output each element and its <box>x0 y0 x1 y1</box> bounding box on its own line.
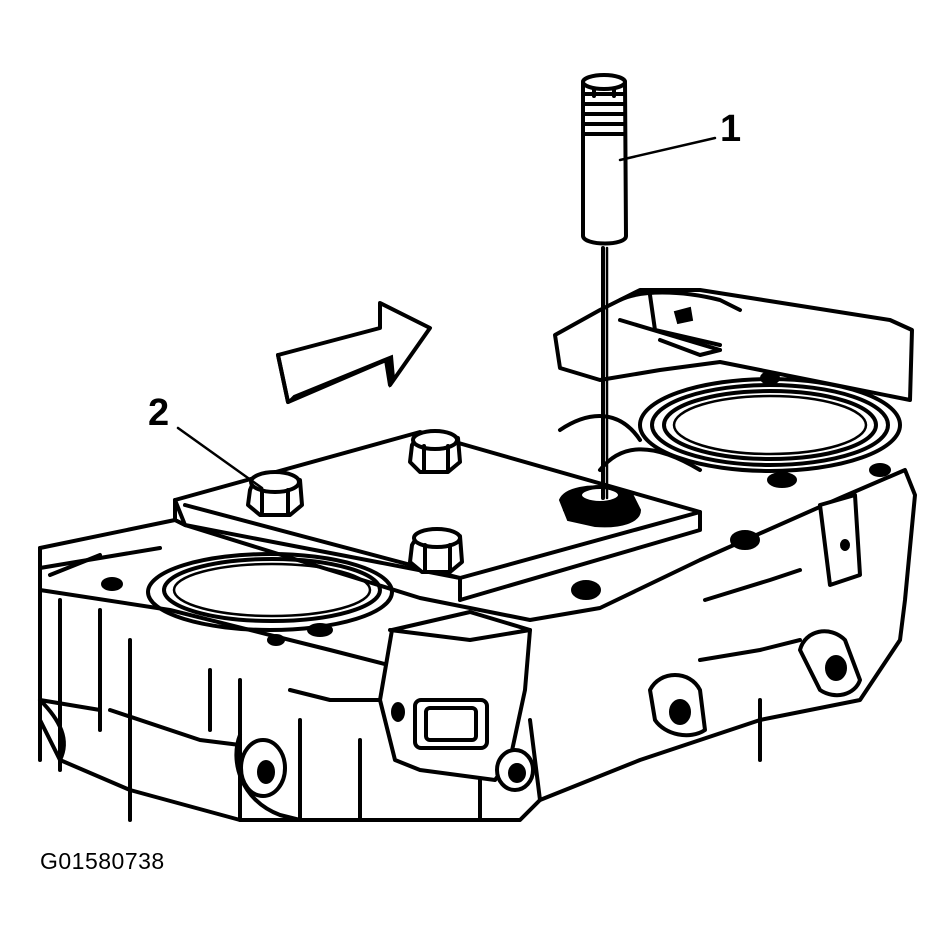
bolt-callout-2 <box>246 470 304 517</box>
callout-label-1: 1 <box>720 108 742 150</box>
bolt-rear <box>408 429 462 474</box>
direction-arrow <box>276 301 432 404</box>
callout-label-2: 2 <box>148 392 170 434</box>
left-cylinder-bore <box>38 546 394 646</box>
engine-block <box>38 288 917 822</box>
right-cylinder-bore <box>558 371 902 488</box>
figure-id-label: G01580738 <box>40 848 165 874</box>
leader-line-2 <box>176 426 264 490</box>
tool-callout-1 <box>558 73 642 528</box>
front-bracket <box>378 610 535 792</box>
bolt-front <box>408 527 464 574</box>
fixture-plate <box>173 430 702 602</box>
leader-line-1 <box>618 136 717 162</box>
